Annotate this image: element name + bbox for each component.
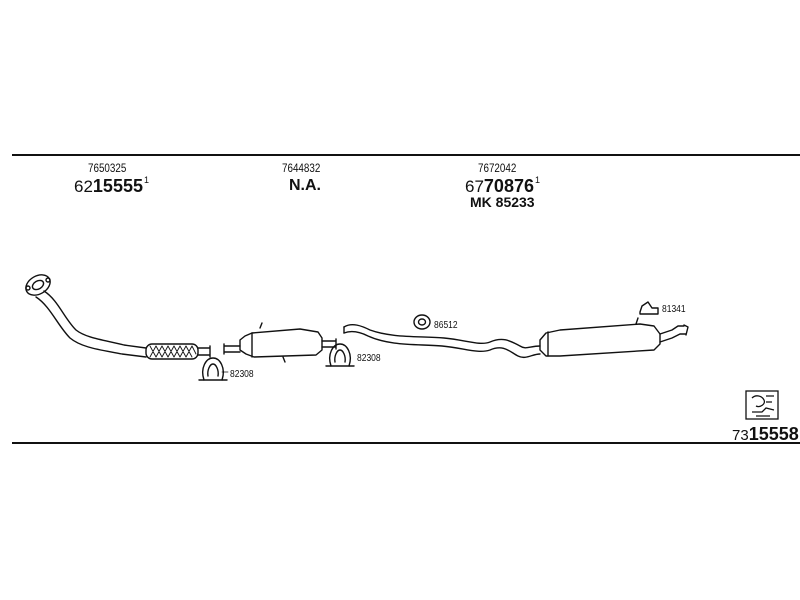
part-main-3: 70876 [483, 176, 534, 196]
kit-prefix: 73 [732, 427, 749, 444]
center-muffler [223, 322, 337, 363]
flex-section [145, 343, 199, 360]
not-available-label: N.A. [289, 177, 321, 194]
rear-muffler [539, 317, 689, 357]
hanger-ring [413, 314, 431, 330]
top-rule [12, 154, 800, 156]
ref-number-1: 7650325 [88, 161, 127, 175]
front-pipe-upper [43, 290, 147, 349]
front-pipe-lower [35, 296, 147, 358]
part-prefix-3: 67 [465, 177, 484, 196]
rubber-hanger-label: 81341 [662, 304, 686, 315]
mk-number: MK 85233 [470, 194, 535, 210]
kit-main: 15558 [748, 424, 799, 444]
hanger-label: 86512 [434, 320, 458, 331]
part-sup-3: 1 [534, 175, 540, 185]
clamp-label-2: 82308 [357, 353, 381, 364]
bottom-rule [12, 442, 800, 444]
intermediate-pipe-upper [343, 323, 541, 349]
part-number-1: 62155551 [74, 175, 149, 196]
part-prefix-1: 62 [74, 177, 93, 196]
kit-box-icon [745, 390, 779, 420]
ref-number-3: 7672042 [478, 161, 517, 175]
clamp-1 [198, 357, 228, 381]
part-main-1: 15555 [92, 176, 143, 196]
clamp-2 [325, 343, 355, 367]
kit-number: 7315558 [732, 425, 799, 443]
rubber-hanger [639, 301, 659, 315]
front-pipe-flange [25, 274, 51, 296]
part-number-3: 67708761 [465, 175, 540, 196]
part-sup-1: 1 [143, 175, 149, 185]
ref-number-2: 7644832 [282, 161, 321, 175]
intermediate-pipe-lower [343, 330, 541, 359]
clamp-label-1: 82308 [230, 369, 254, 380]
